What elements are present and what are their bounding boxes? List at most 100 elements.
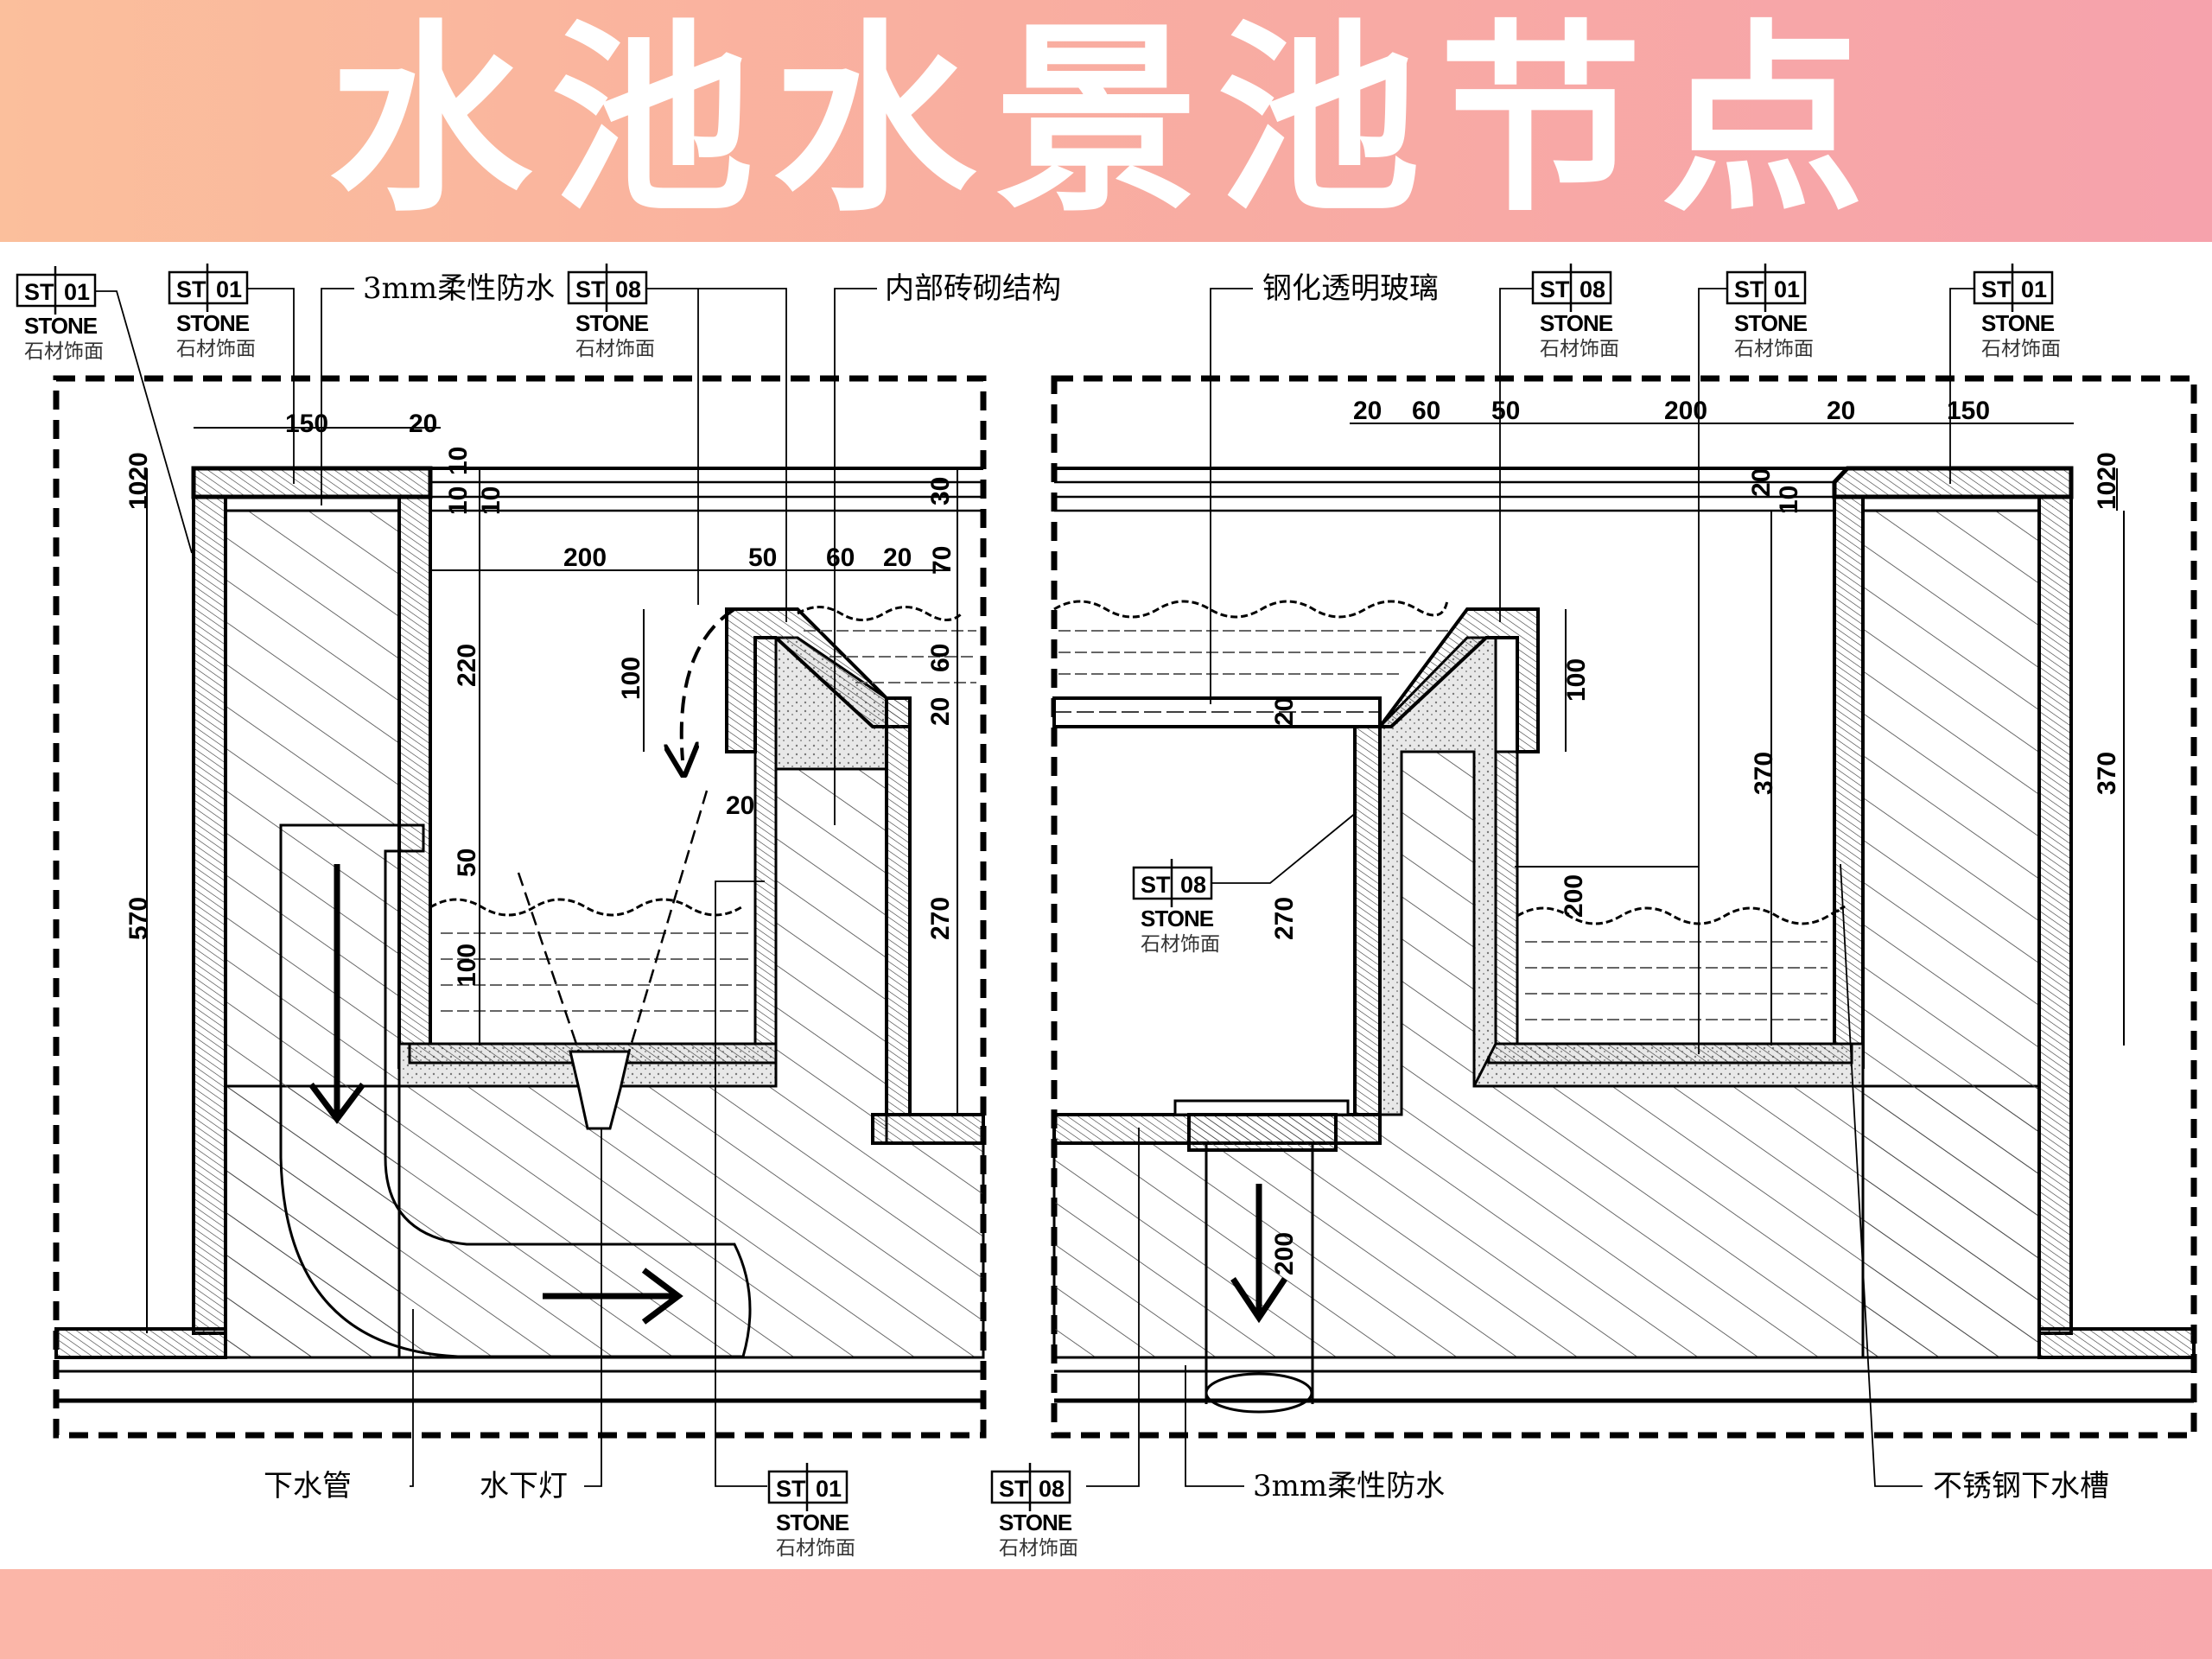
flow-arrow-down <box>308 864 365 1124</box>
dim: 20 <box>1353 397 1382 425</box>
dim: 60 <box>926 644 955 672</box>
dim: 200 <box>1270 1232 1299 1275</box>
svg-text:01: 01 <box>2021 276 2047 302</box>
weir-stone <box>725 607 912 753</box>
dim: 50 <box>1491 397 1520 425</box>
svg-text:STONE: STONE <box>999 1510 1072 1535</box>
svg-text:ST: ST <box>1540 276 1570 302</box>
annotation-labels: 3mm柔性防水 内部砖砌结构 钢化透明玻璃 下水管 水下灯 3mm柔性防水 不锈… <box>264 271 2109 1503</box>
svg-text:ST: ST <box>1734 276 1764 302</box>
label-underwater-light: 水下灯 <box>480 1469 568 1503</box>
dim: 1020 <box>124 452 153 510</box>
detail-drawing: 150 20 1020 10 10 10 30 200 50 60 20 70 … <box>16 264 2197 1560</box>
svg-text:ST: ST <box>176 276 207 302</box>
basin-left-wall <box>1494 750 1519 1046</box>
dim: 270 <box>1270 897 1299 940</box>
footer-band <box>0 1569 2212 1659</box>
dim: 1020 <box>2093 452 2121 510</box>
svg-text:石材饰面: 石材饰面 <box>1141 933 1220 956</box>
dimension-lines <box>1350 423 2125 1046</box>
right-section-frame <box>1051 375 2197 1439</box>
svg-text:石材饰面: 石材饰面 <box>1540 338 1619 360</box>
dim: 20 <box>1270 697 1299 726</box>
channel-wall <box>1353 725 1382 1116</box>
label-waterproof-top: 3mm柔性防水 <box>363 271 555 306</box>
svg-text:STONE: STONE <box>575 310 649 336</box>
left-section <box>54 427 985 1403</box>
svg-text:01: 01 <box>64 279 90 305</box>
leader-lines <box>95 288 1974 1487</box>
dim: 30 <box>926 477 955 505</box>
flow-arrow-right <box>543 1268 683 1325</box>
dim: 70 <box>928 546 957 575</box>
dim: 60 <box>1412 397 1440 425</box>
svg-text:ST: ST <box>999 1476 1029 1502</box>
dim: 570 <box>124 897 153 940</box>
svg-text:STONE: STONE <box>1981 310 2055 336</box>
dim: 10 <box>444 447 473 475</box>
svg-text:石材饰面: 石材饰面 <box>1734 338 1814 360</box>
svg-text:08: 08 <box>1039 1476 1065 1502</box>
inner-wall-stone <box>1833 495 1865 1069</box>
dim: 10 <box>477 486 505 515</box>
dim: 20 <box>926 697 955 726</box>
dim: 200 <box>1560 874 1588 918</box>
svg-text:STONE: STONE <box>24 313 98 339</box>
left-section-frame <box>53 375 987 1439</box>
right-section <box>1052 423 2196 1414</box>
svg-text:ST: ST <box>575 276 606 302</box>
water-lines <box>1058 630 1827 1020</box>
svg-text:石材饰面: 石材饰面 <box>24 340 104 363</box>
dim: 50 <box>748 543 777 572</box>
svg-text:01: 01 <box>216 276 242 302</box>
label-steel-channel: 不锈钢下水槽 <box>1933 1469 2109 1503</box>
overflow-arrow <box>682 607 736 760</box>
brick-core <box>224 509 401 1359</box>
page-title: 水池水景池节点 <box>328 3 1884 239</box>
svg-text:石材饰面: 石材饰面 <box>776 1537 855 1560</box>
label-brick-structure: 内部砖砌结构 <box>885 271 1061 306</box>
drain-pipe <box>279 823 752 1358</box>
weir-stone <box>1376 607 1540 753</box>
outer-right-wall <box>885 696 912 1116</box>
drain-pipe <box>1205 1150 1314 1404</box>
dim: 200 <box>1664 397 1707 425</box>
title-banner: 水池水景池节点 <box>0 0 2212 242</box>
svg-text:ST: ST <box>24 279 54 305</box>
right-ledge <box>871 1113 985 1145</box>
base-ledge <box>2037 1327 2196 1359</box>
svg-text:08: 08 <box>1180 872 1206 898</box>
svg-text:01: 01 <box>1774 276 1800 302</box>
svg-text:ST: ST <box>1141 872 1171 898</box>
svg-text:08: 08 <box>615 276 641 302</box>
dim: 220 <box>453 644 481 687</box>
dim: 20 <box>409 410 437 438</box>
basin-right-wall <box>753 636 778 1046</box>
dim: 370 <box>2093 752 2121 795</box>
dimensions-right: 20 60 50 200 20 150 20 10 1020 100 20 37… <box>1270 397 2121 1275</box>
dim: 50 <box>453 849 481 877</box>
drain-grate <box>1173 1099 1350 1116</box>
flow-arrow-down <box>1230 1184 1287 1324</box>
inner-wall-stone <box>397 495 432 1069</box>
dim: 60 <box>826 543 855 572</box>
svg-text:08: 08 <box>1580 276 1605 302</box>
brick-core <box>1861 509 2041 1359</box>
svg-text:STONE: STONE <box>176 310 250 336</box>
upper-water-surface <box>1053 600 1449 619</box>
dim: 100 <box>453 944 481 987</box>
coping-stone <box>191 466 433 499</box>
water-lines <box>441 630 976 1012</box>
dim: 150 <box>1947 397 1990 425</box>
dim: 200 <box>563 543 607 572</box>
outer-wall-stone <box>2037 495 2073 1335</box>
outer-wall-stone <box>192 495 227 1335</box>
label-tempered-glass: 钢化透明玻璃 <box>1262 271 1439 306</box>
dim: 100 <box>617 657 645 700</box>
